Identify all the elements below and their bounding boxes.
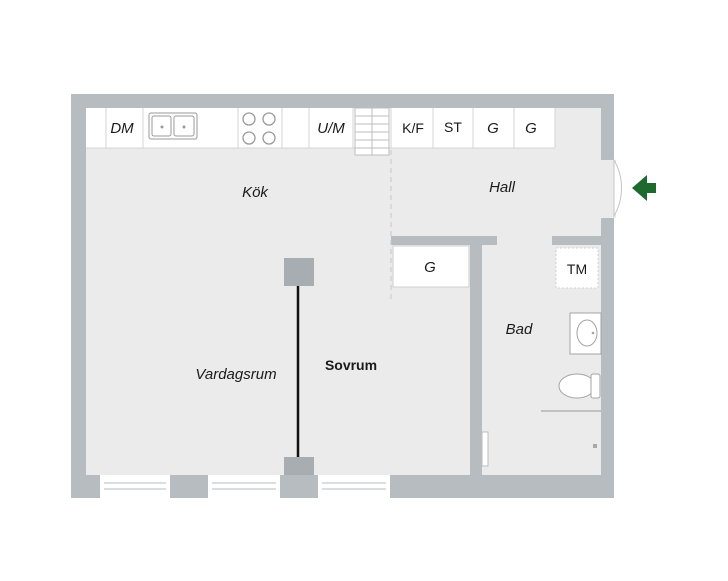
label-g2: G bbox=[525, 120, 537, 137]
kitchen-sink-icon bbox=[148, 112, 198, 140]
wall-bottom-right bbox=[391, 475, 614, 498]
closet bbox=[392, 245, 470, 288]
stairs-icon bbox=[354, 107, 390, 156]
room-bad: Bad bbox=[506, 321, 533, 338]
label-kf: K/F bbox=[402, 120, 424, 136]
room-vardagsrum: Vardagsrum bbox=[195, 366, 276, 383]
window-3 bbox=[318, 475, 390, 498]
entrance-arrow-icon bbox=[632, 175, 656, 201]
wall-bath-top-right bbox=[552, 236, 601, 245]
window-2 bbox=[208, 475, 280, 498]
washbasin-icon bbox=[569, 312, 602, 355]
entrance-door bbox=[613, 158, 623, 218]
label-g1: G bbox=[487, 120, 499, 137]
wall-closet-top bbox=[391, 236, 497, 245]
room-sovrum: Sovrum bbox=[325, 357, 377, 373]
label-st: ST bbox=[444, 119, 462, 135]
label-tm: TM bbox=[567, 261, 587, 277]
drain bbox=[593, 444, 597, 448]
radiator bbox=[481, 431, 489, 467]
label-closet-g: G bbox=[424, 259, 436, 276]
wall-bath-left bbox=[470, 236, 482, 476]
stove-icon bbox=[242, 112, 276, 145]
floor bbox=[86, 108, 601, 475]
label-um: U/M bbox=[317, 120, 345, 137]
washing-machine bbox=[555, 247, 599, 289]
column-top bbox=[284, 258, 314, 286]
room-hall: Hall bbox=[489, 179, 516, 196]
toilet-icon bbox=[558, 373, 601, 399]
room-kok: Kök bbox=[242, 184, 269, 201]
label-dm: DM bbox=[110, 120, 134, 137]
window-1 bbox=[100, 475, 170, 498]
entrance-opening bbox=[600, 160, 616, 218]
column-bottom bbox=[284, 457, 314, 475]
